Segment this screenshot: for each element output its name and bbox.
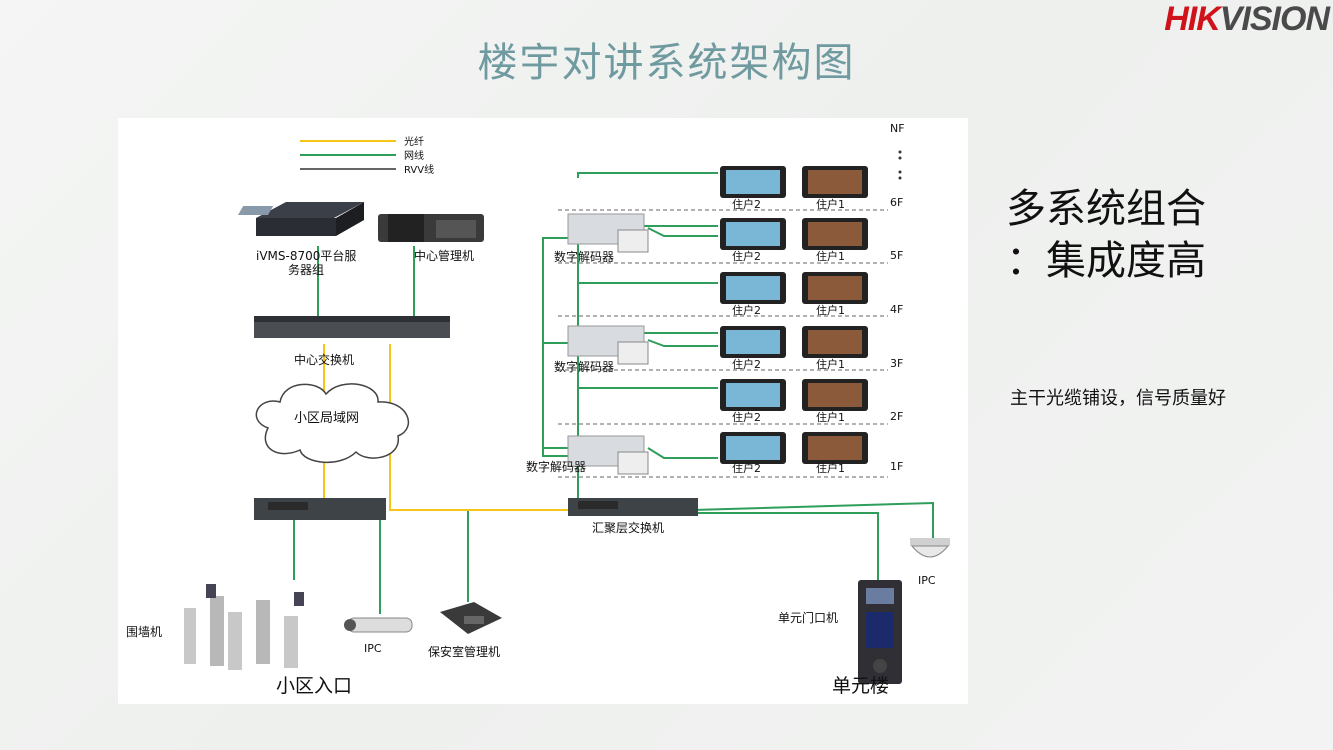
floor-3f: 3F <box>890 357 903 370</box>
resident2-label-4f: 住户2 <box>732 303 761 317</box>
resident-monitors <box>720 166 868 464</box>
lan-cloud-icon <box>255 383 409 464</box>
guard-station-icon <box>440 602 502 634</box>
lan-label: 小区局域网 <box>294 411 359 426</box>
subtext: 主干光缆铺设，信号质量好 <box>1010 388 1226 409</box>
floor-4f: 4F <box>890 303 903 316</box>
legend-fiber: 光纤 <box>404 135 424 148</box>
resident1-label-5f: 住户1 <box>816 249 845 263</box>
core-switch-label: 中心交换机 <box>294 352 354 367</box>
gate-label: 围墙机 <box>126 625 162 639</box>
legend-network: 网线 <box>404 149 424 162</box>
resident1-label-3f: 住户1 <box>816 357 845 371</box>
headline-line-2: ：集成度高 <box>1006 238 1206 284</box>
server-icon <box>237 202 364 236</box>
entrance-label: 小区入口 <box>276 675 352 697</box>
resident2-label-6f: 住户2 <box>732 197 761 211</box>
gate-icon <box>184 584 304 670</box>
entrance-camera-icon <box>344 617 413 633</box>
building-label: 单元楼 <box>832 675 889 697</box>
resident2-label-5f: 住户2 <box>732 249 761 263</box>
legend: 光纤 网线 RVV线 <box>300 135 434 176</box>
headline-line-1: 多系统组合 <box>1006 186 1206 232</box>
floor-1f: 1F <box>890 460 903 473</box>
resident1-label-4f: 住户1 <box>816 303 845 317</box>
unit-ipc-label: IPC <box>918 574 936 587</box>
legend-rvv: RVV线 <box>404 163 434 176</box>
core-switch-icon <box>254 316 450 338</box>
decoder-label-top: 数字解码器 <box>554 249 614 264</box>
guard-station-label: 保安室管理机 <box>428 644 500 659</box>
center-manager-label: 中心管理机 <box>414 248 474 263</box>
resident2-label-3f: 住户2 <box>732 357 761 371</box>
aggregation-switch-label: 汇聚层交换机 <box>592 520 664 535</box>
unit-door-station-icon <box>858 580 902 684</box>
page-title: 楼宇对讲系统架构图 <box>477 40 856 86</box>
resident2-label-2f: 住户2 <box>732 410 761 424</box>
entrance-ipc-label: IPC <box>364 642 382 655</box>
architecture-diagram: 光纤 网线 RVV线 <box>118 118 968 704</box>
resident1-label-1f: 住户1 <box>816 461 845 475</box>
aggregation-switch-icon <box>568 498 698 516</box>
floor-2f: 2F <box>890 410 903 423</box>
center-manager-icon <box>378 214 484 242</box>
decoder-label-mid: 数字解码器 <box>554 359 614 374</box>
floor-6f: 6F <box>890 196 903 209</box>
headline: 多系统组合 ：集成度高 <box>1006 183 1206 287</box>
server-label-2: 务器组 <box>288 262 324 277</box>
floor-ellipsis <box>898 150 902 180</box>
unit-door-label: 单元门口机 <box>778 610 838 625</box>
decoder-label-bottom: 数字解码器 <box>526 459 586 474</box>
unit-camera-icon <box>910 538 950 558</box>
floor-5f: 5F <box>890 249 903 262</box>
entrance-switch-icon <box>254 498 386 520</box>
floor-dividers <box>558 209 888 478</box>
floor-nf: NF <box>890 122 905 135</box>
server-label: iVMS-8700平台服 <box>256 248 356 263</box>
decoder-icon <box>567 213 649 475</box>
resident1-label-2f: 住户1 <box>816 410 845 424</box>
resident1-label-6f: 住户1 <box>816 197 845 211</box>
resident2-label-1f: 住户2 <box>732 461 761 475</box>
brand-logo: HIKVISION <box>1164 0 1330 38</box>
